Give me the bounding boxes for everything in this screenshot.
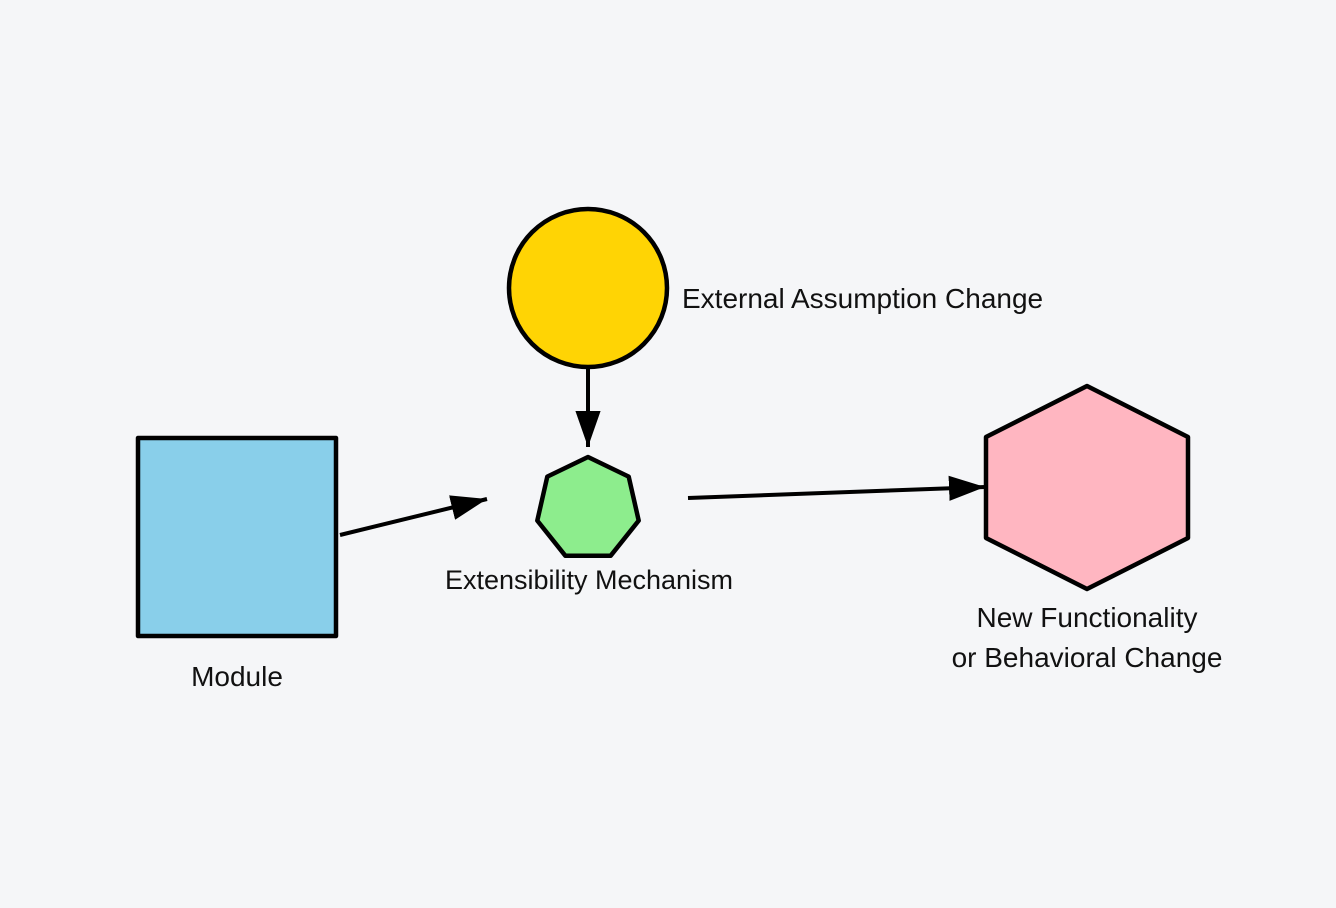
new-functionality-label: New Functionality or Behavioral Change	[927, 598, 1247, 678]
arrow-module-to-mechanism	[339, 495, 488, 537]
external-assumption-change-circle	[506, 206, 670, 370]
arrow-mechanism-to-newfunctionality	[687, 475, 986, 501]
module-square	[135, 435, 339, 639]
new-functionality-label-line2: or Behavioral Change	[951, 642, 1223, 673]
new-functionality-label-line1: New Functionality	[976, 602, 1198, 633]
extensibility-mechanism-heptagon	[535, 454, 641, 559]
module-label: Module	[191, 661, 283, 692]
external-assumption-change-label: External Assumption Change	[682, 283, 1044, 314]
extensibility-mechanism-label: Extensibility Mechanism	[444, 565, 734, 595]
new-functionality-hexagon	[983, 383, 1191, 592]
